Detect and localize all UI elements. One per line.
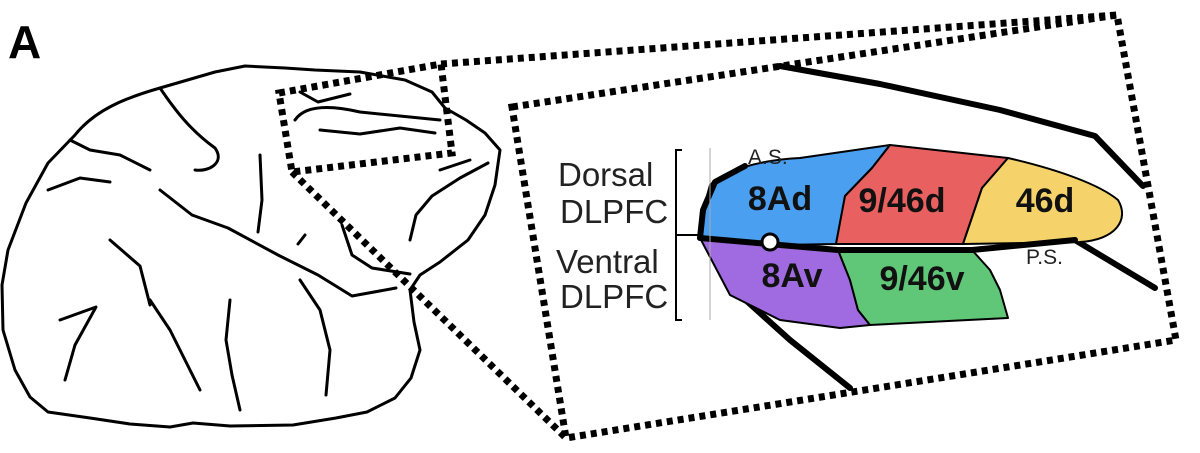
brain-sulcus: [108, 238, 152, 307]
label-46d: 46d: [1016, 182, 1075, 220]
brain-sulcus: [296, 233, 307, 246]
principal-sulcus-lower: [1072, 237, 1158, 291]
arcuate-sulcus-lower: [737, 292, 853, 391]
zoom-box-small: [274, 59, 456, 176]
brain-sulcus: [298, 278, 332, 397]
label-dorsal-dlpfc: DLPFC: [560, 193, 668, 230]
dorsal-ventral-bracket: [675, 149, 700, 321]
brain-sulcus: [298, 90, 352, 104]
brain-sulcus: [158, 188, 398, 298]
label-ventral-dlpfc: DLPFC: [560, 278, 668, 315]
label-principal-sulcus: P.S.: [1026, 246, 1063, 269]
brain-sulcus: [438, 158, 472, 172]
label-dorsal: Dorsal: [558, 156, 653, 193]
label-9-46d: 9/46d: [859, 182, 946, 220]
brain-sulcus: [58, 305, 98, 382]
arcuate-sulcus-upper: [777, 63, 1146, 189]
principal-sulcus-small: [293, 106, 442, 122]
brain-sulcus: [256, 153, 264, 234]
brain-outline: [0, 64, 502, 429]
brain-sulcus: [68, 138, 152, 172]
principal-sulcus: [697, 235, 1078, 253]
label-8Ad: 8Ad: [748, 180, 812, 218]
brain-sulcus: [224, 298, 242, 412]
brain-sulcus: [148, 298, 202, 392]
panel-label: A: [8, 16, 41, 68]
brain-sulcus: [408, 161, 490, 242]
label-9-46v: 9/46v: [879, 260, 964, 298]
zoom-connector-bottom: [289, 169, 569, 441]
label-arcuate-sulcus: A.S.: [748, 146, 788, 169]
brain-sulcus: [158, 86, 220, 172]
brain-sulcus: [340, 223, 412, 276]
region-9-46v: [837, 249, 1009, 326]
zoom-box-large: [507, 11, 1181, 443]
region-46d: [962, 157, 1124, 245]
arcuate-sulcus-small: [318, 126, 437, 136]
zoom-connector-top: [440, 11, 1118, 68]
arcuate-sulcus: [697, 163, 748, 241]
label-8Av: 8Av: [761, 257, 822, 295]
brain-sulcus: [46, 176, 112, 192]
label-ventral: Ventral: [556, 243, 659, 280]
recording-marker: [760, 232, 780, 252]
